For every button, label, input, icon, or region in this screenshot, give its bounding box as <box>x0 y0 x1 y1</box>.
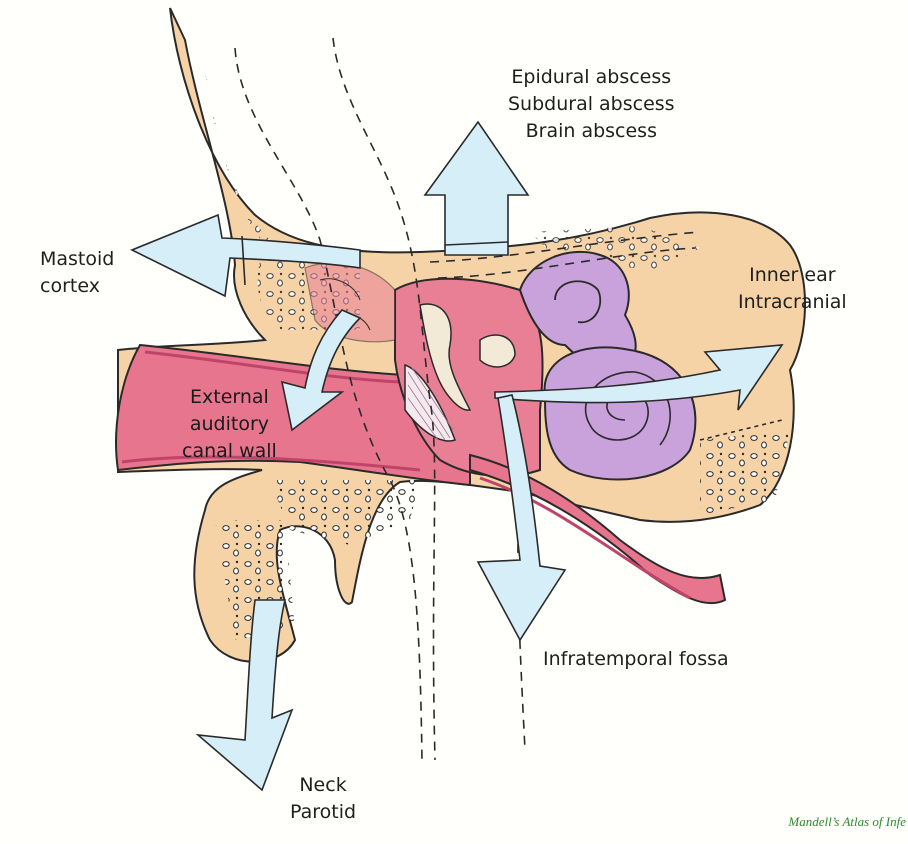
arrow-down-left-icon <box>195 599 294 792</box>
arrow-left-icon <box>130 213 361 298</box>
arrow-right-icon <box>494 344 784 411</box>
label-infratemporal-fossa: Infratemporal fossa <box>543 648 729 670</box>
label-inner-ear: Inner ear Intracranial <box>738 264 847 313</box>
inner-ear-labyrinth <box>518 250 637 372</box>
eustachian-tube <box>469 453 727 605</box>
label-neck-parotid: Neck Parotid <box>290 774 357 823</box>
label-intracranial-abscesses: Epidural abscess Subdural abscess Brain … <box>508 64 675 145</box>
label-epidural-abscess: Epidural abscess <box>511 66 672 88</box>
arrow-down-canal-icon <box>280 309 362 432</box>
source-credit: Mandell’s Atlas of Infe <box>788 814 906 829</box>
label-subdural-abscess: Subdural abscess <box>508 93 675 115</box>
arrow-up-icon <box>423 120 530 256</box>
tympanic-membrane <box>404 363 456 442</box>
arrow-down-icon <box>476 394 567 642</box>
label-external-auditory-canal-wall: External auditory canal wall <box>182 386 277 462</box>
label-mastoid-cortex: Mastoid cortex <box>40 248 115 297</box>
ossicles <box>419 303 516 411</box>
label-brain-abscess: Brain abscess <box>525 120 657 142</box>
